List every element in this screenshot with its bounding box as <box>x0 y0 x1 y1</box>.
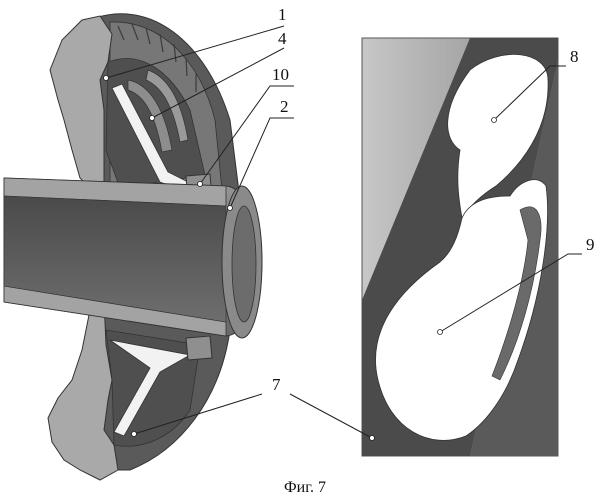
figure-caption: Фиг. 7 <box>284 479 326 496</box>
callout-9: 9 <box>586 235 595 254</box>
detail-view <box>362 38 558 456</box>
leader-1-dot <box>104 76 109 81</box>
leader-4-dot <box>150 116 155 121</box>
callout-2: 2 <box>280 97 289 116</box>
leader-7b <box>290 394 372 438</box>
leader-9-dot <box>438 330 443 335</box>
flange-body-section <box>50 16 112 190</box>
callout-10: 10 <box>272 65 289 84</box>
hub-sleeve-lower <box>186 336 212 360</box>
leader-7a-dot <box>132 432 137 437</box>
leader-2-dot <box>228 206 233 211</box>
callout-1: 1 <box>278 5 287 24</box>
callout-4: 4 <box>278 29 287 48</box>
callout-8: 8 <box>570 47 579 66</box>
pipe-end-bore <box>232 206 256 322</box>
leader-7b-dot <box>370 436 375 441</box>
assembly-section-view <box>4 14 262 480</box>
callout-7: 7 <box>272 375 281 394</box>
leader-8-dot <box>492 118 497 123</box>
leader-10-dot <box>198 182 203 187</box>
